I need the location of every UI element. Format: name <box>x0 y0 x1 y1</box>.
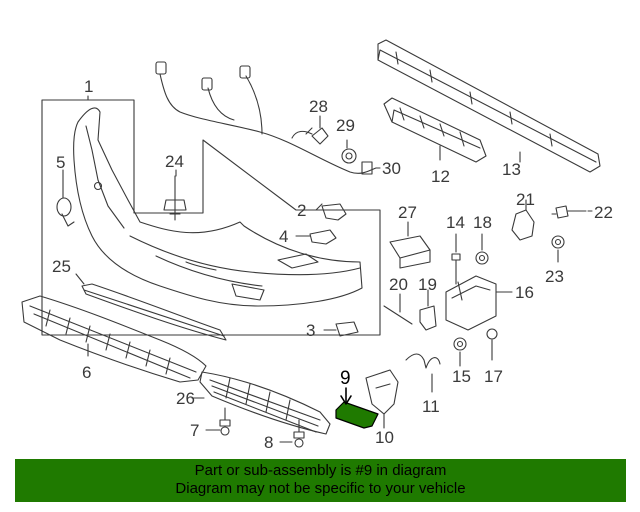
callout-15: 15 <box>452 367 471 386</box>
callout-19: 19 <box>418 275 437 294</box>
callout-labels: 1 2 3 4 5 6 7 8 9 10 11 12 13 14 15 16 1… <box>52 77 613 452</box>
bumper-cover-frame <box>41 95 381 336</box>
part-3 <box>323 321 359 337</box>
part-14-bolt <box>451 233 461 285</box>
banner-line-part: Part or sub-assembly is #9 in diagram <box>194 462 447 479</box>
part-13-reinforcement <box>377 39 601 173</box>
part-15-nut <box>453 337 467 367</box>
part-22-bolt <box>555 205 587 219</box>
wiring-harness-part-30 <box>155 61 377 175</box>
part-12-absorber <box>383 97 487 163</box>
callout-25: 25 <box>52 257 71 276</box>
callout-3: 3 <box>306 321 315 340</box>
callout-21: 21 <box>516 190 535 209</box>
callout-23: 23 <box>545 267 564 286</box>
part-2 <box>313 203 347 221</box>
callout-7: 7 <box>190 421 199 440</box>
part-5 <box>56 169 75 227</box>
callout-2: 2 <box>297 201 306 220</box>
callout-26: 26 <box>176 389 195 408</box>
part-7-bolt <box>205 407 231 436</box>
callout-11: 11 <box>422 397 440 416</box>
callout-18: 18 <box>473 213 492 232</box>
callout-8: 8 <box>264 433 273 452</box>
part-26-grille <box>191 371 331 435</box>
banner-line-disclaimer: Diagram may not be specific to your vehi… <box>175 480 466 497</box>
bumper-cover-part-1 <box>73 107 363 307</box>
part-4 <box>295 229 337 245</box>
callout-20: 20 <box>389 275 408 294</box>
callout-16: 16 <box>515 283 534 302</box>
part-21 <box>511 199 535 241</box>
part-18-nut <box>475 233 489 265</box>
callout-24: 24 <box>165 152 184 171</box>
part-28 <box>311 115 329 145</box>
part-24 <box>163 175 187 221</box>
part-27-module <box>389 221 431 269</box>
part-10-bracket <box>365 369 399 429</box>
callout-30: 30 <box>382 159 401 178</box>
part-9-highlighted <box>335 387 379 429</box>
part-8-bolt <box>279 419 305 448</box>
part-11-clip <box>405 353 441 393</box>
part-19-bracket <box>419 289 437 331</box>
callout-28: 28 <box>309 97 328 116</box>
part-29 <box>341 139 357 164</box>
callout-17: 17 <box>484 367 503 386</box>
leader-lines <box>175 167 593 301</box>
part-25-strip <box>75 273 227 341</box>
part-17-bolt <box>486 328 498 361</box>
callout-13: 13 <box>502 160 521 179</box>
part-16-bracket <box>445 275 513 331</box>
callout-9: 9 <box>340 368 351 389</box>
callout-10: 10 <box>375 428 394 447</box>
callout-5: 5 <box>56 153 65 172</box>
callout-6: 6 <box>82 363 91 382</box>
callout-1: 1 <box>84 77 93 96</box>
part-23-nut <box>551 235 565 263</box>
part-info-banner: Part or sub-assembly is #9 in diagram Di… <box>15 459 626 502</box>
callout-29: 29 <box>336 116 355 135</box>
callout-27: 27 <box>398 203 417 222</box>
callout-22: 22 <box>594 203 613 222</box>
part-20-pin <box>383 293 413 325</box>
callout-12: 12 <box>431 167 450 186</box>
callout-4: 4 <box>279 227 288 246</box>
callout-14: 14 <box>446 213 465 232</box>
part-6-undertray <box>21 295 207 383</box>
